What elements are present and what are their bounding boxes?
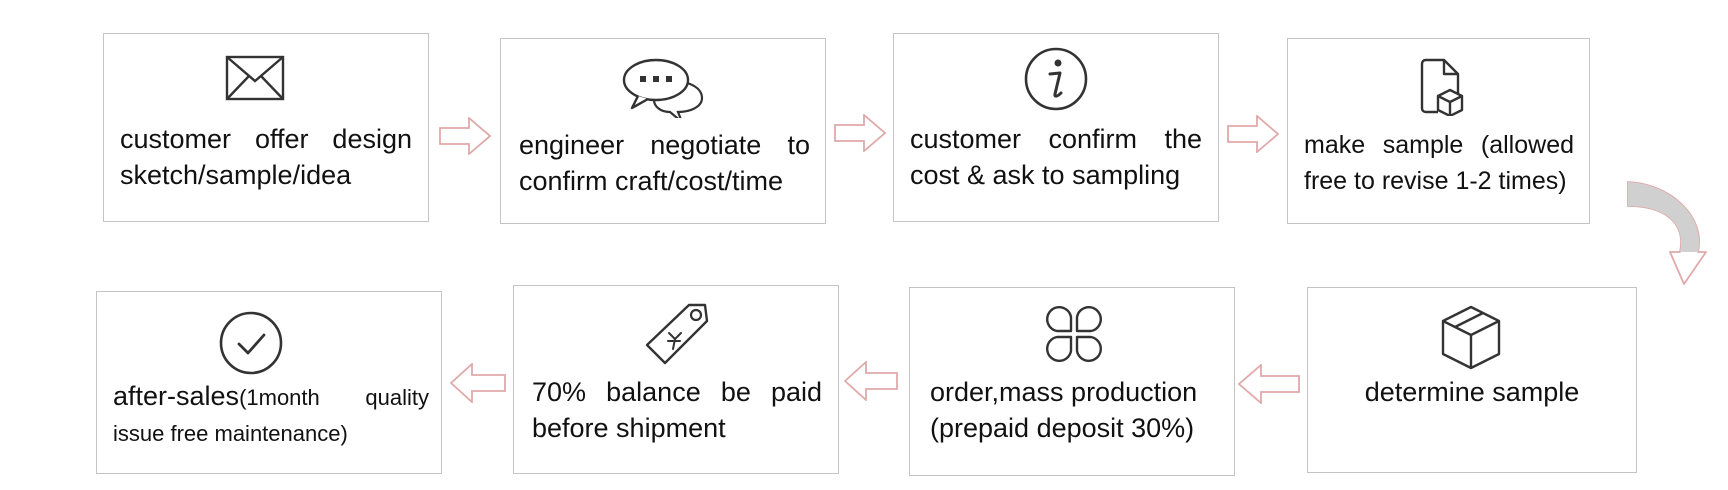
step-5-line-1: determine sample	[1364, 377, 1580, 407]
price-tag-icon	[631, 301, 711, 365]
chat-bubbles-icon	[620, 54, 708, 118]
step-2-text: engineer negotiate to confirm craft/cost…	[519, 127, 810, 199]
curved-turn-arrow	[1626, 180, 1710, 291]
step-8-box: after-sales(1month quality issue free ma…	[96, 291, 442, 474]
four-petal-icon	[1044, 304, 1104, 364]
step-7-text: 70% balance be paid before shipment	[532, 374, 822, 446]
step-3-text: customer confirm the cost & ask to sampl…	[910, 121, 1202, 193]
step-8-line-1: after-sales(1month quality	[113, 378, 429, 416]
step-6-line-1: order,mass production	[930, 377, 1198, 407]
flow-arrow-left	[843, 359, 898, 406]
step-6-line-2: (prepaid deposit 30%)	[930, 413, 1195, 443]
step-1-box: customer offer design sketch/sample/idea	[103, 33, 429, 222]
step-3-line-2: cost & ask to sampling	[910, 160, 1181, 190]
step-8-line-1-small: (1month quality	[239, 385, 429, 410]
flow-arrow-left	[449, 361, 506, 408]
step-8-line-1-main: after-sales	[113, 381, 240, 411]
step-7-box: 70% balance be paid before shipment	[513, 285, 839, 474]
flow-arrow-right	[834, 113, 887, 157]
checkmark-circle-icon	[218, 310, 284, 376]
cube-icon	[1440, 304, 1502, 370]
step-7-line-1: 70% balance be paid	[532, 377, 822, 407]
step-2-box: engineer negotiate to confirm craft/cost…	[500, 38, 826, 224]
step-1-line-1: customer offer design	[120, 124, 412, 154]
step-6-box: order,mass production (prepaid deposit 3…	[909, 287, 1235, 476]
step-4-line-1: make sample (allowed	[1304, 131, 1574, 159]
step-2-line-1: engineer negotiate to	[519, 130, 810, 160]
step-2-line-2: confirm craft/cost/time	[519, 166, 784, 196]
step-1-text: customer offer design sketch/sample/idea	[120, 121, 412, 193]
flow-arrow-left	[1237, 363, 1300, 409]
step-5-box: determine sample	[1307, 287, 1637, 473]
sample-document-box-icon	[1420, 58, 1464, 116]
step-4-line-2: free to revise 1-2 times)	[1304, 167, 1567, 195]
step-4-box: make sample (allowed free to revise 1-2 …	[1287, 38, 1590, 224]
step-7-line-2: before shipment	[532, 413, 726, 443]
step-3-line-1: customer confirm the	[910, 124, 1202, 154]
step-5-text: determine sample	[1308, 374, 1636, 410]
step-8-line-2: issue free maintenance)	[113, 421, 348, 446]
step-3-box: customer confirm the cost & ask to sampl…	[893, 33, 1219, 222]
flow-arrow-right	[439, 116, 492, 160]
step-4-text: make sample (allowed free to revise 1-2 …	[1304, 127, 1574, 199]
flow-arrow-right	[1227, 114, 1280, 158]
step-6-text: order,mass production (prepaid deposit 3…	[930, 374, 1225, 446]
step-1-line-2: sketch/sample/idea	[120, 160, 352, 190]
step-8-text: after-sales(1month quality issue free ma…	[113, 378, 429, 452]
info-icon	[1023, 46, 1089, 112]
envelope-icon	[225, 55, 285, 101]
